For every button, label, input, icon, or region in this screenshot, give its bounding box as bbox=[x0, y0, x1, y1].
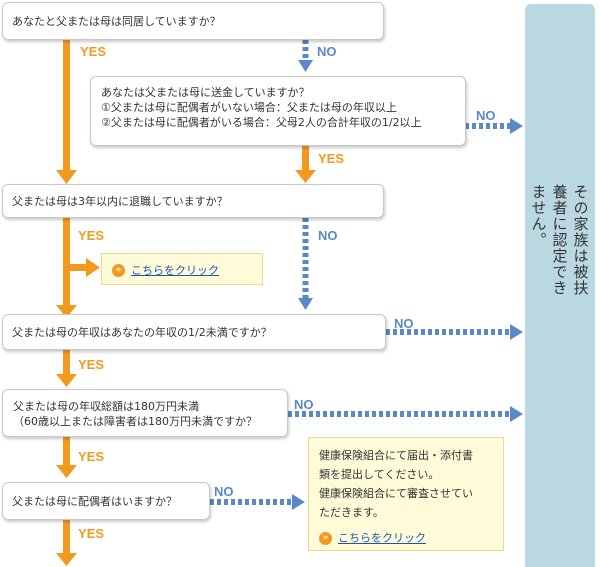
yes-arrowhead-1 bbox=[56, 170, 77, 184]
yes-arrowhead-3 bbox=[56, 305, 77, 318]
question-retirement-text: 父または母は3年以内に退職していますか？ bbox=[12, 194, 228, 208]
yes-arrowhead-2 bbox=[295, 170, 316, 183]
yes-connector-3 bbox=[63, 212, 70, 308]
click-here-link-1[interactable]: こちらをクリック bbox=[131, 264, 219, 277]
yes-label-5: YES bbox=[78, 449, 105, 464]
question-cohabitation: あなたと父または母は同居していますか？ bbox=[2, 2, 384, 40]
question-spouse: 父または母に配偶者はいますか？ bbox=[2, 482, 210, 520]
yes-connector-5 bbox=[63, 437, 70, 467]
question-income-half: 父または母の年収はあなたの年収の1/2未満ですか？ bbox=[2, 314, 386, 350]
result-panel: その家族は被扶養者に認定できません。 bbox=[525, 4, 595, 567]
no-arrowhead-6 bbox=[292, 494, 305, 510]
question-remittance-line-3: ②父または母に配偶者がいる場合：父母2人の合計年収の1/2以上 bbox=[101, 116, 422, 129]
yes-branch-arrowhead-3 bbox=[86, 258, 100, 277]
yes-label-6: YES bbox=[78, 526, 105, 541]
question-remittance: あなたは父または母に送金していますか？ ①父または母に配偶者がいない場合：父また… bbox=[90, 76, 466, 146]
no-arrowhead-4 bbox=[510, 324, 523, 340]
link-note-1: » こちらをクリック bbox=[101, 253, 263, 285]
no-label-2: NO bbox=[476, 108, 496, 123]
no-arrowhead-1 bbox=[298, 60, 313, 72]
question-income-total-line-1: 父または母の年収総額は180万円未満 bbox=[13, 400, 199, 413]
info-note-line-2: 類を提出してください。 bbox=[319, 468, 440, 481]
yes-connector-2 bbox=[302, 146, 309, 172]
info-note: 健康保険組合にて届出・添付書 類を提出してください。 健康保険組合にて審査させて… bbox=[308, 437, 504, 551]
no-arrowhead-3 bbox=[298, 298, 313, 310]
yes-label-3: YES bbox=[78, 228, 105, 243]
question-remittance-line-2: ①父または母に配偶者がいない場合：父または母の年収以上 bbox=[101, 101, 397, 114]
yes-connector-1 bbox=[63, 40, 70, 172]
info-note-line-3: 健康保険組合にて審査させてい bbox=[319, 487, 473, 500]
no-arrowhead-5 bbox=[510, 406, 523, 422]
no-label-1: NO bbox=[317, 44, 337, 59]
info-note-line-4: ただきます。 bbox=[319, 506, 384, 519]
yes-connector-6 bbox=[63, 520, 70, 556]
yes-branch-3 bbox=[70, 264, 88, 271]
question-income-half-text: 父または母の年収はあなたの年収の1/2未満ですか？ bbox=[12, 325, 272, 339]
question-cohabitation-text: あなたと父または母は同居していますか？ bbox=[12, 14, 221, 28]
result-text: その家族は被扶養者に認定できません。 bbox=[529, 184, 590, 296]
click-here-link-2[interactable]: こちらをクリック bbox=[338, 531, 426, 545]
arrow-right-icon: » bbox=[319, 531, 332, 545]
question-income-total-line-2: （60歳以上または障害者は180万円未満ですか？ bbox=[13, 415, 257, 428]
yes-label-2: YES bbox=[318, 151, 345, 166]
no-label-6: NO bbox=[214, 484, 234, 499]
yes-arrowhead-6 bbox=[56, 553, 77, 566]
question-remittance-line-1: あなたは父または母に送金していますか？ bbox=[101, 86, 310, 99]
no-label-4: NO bbox=[394, 316, 414, 331]
yes-arrowhead-4 bbox=[56, 374, 77, 387]
yes-connector-4 bbox=[63, 350, 70, 378]
arrow-right-icon: » bbox=[112, 263, 125, 277]
question-income-total: 父または母の年収総額は180万円未満 （60歳以上または障害者は180万円未満で… bbox=[2, 389, 288, 437]
yes-arrowhead-5 bbox=[56, 465, 77, 478]
no-arrowhead-2 bbox=[510, 118, 523, 134]
no-label-5: NO bbox=[294, 397, 314, 412]
question-spouse-text: 父または母に配偶者はいますか？ bbox=[12, 494, 177, 508]
info-note-line-1: 健康保険組合にて届出・添付書 bbox=[319, 449, 473, 462]
yes-label-4: YES bbox=[78, 357, 105, 372]
no-label-3: NO bbox=[318, 228, 338, 243]
yes-label-1: YES bbox=[80, 44, 107, 59]
question-retirement: 父または母は3年以内に退職していますか？ bbox=[2, 184, 384, 218]
